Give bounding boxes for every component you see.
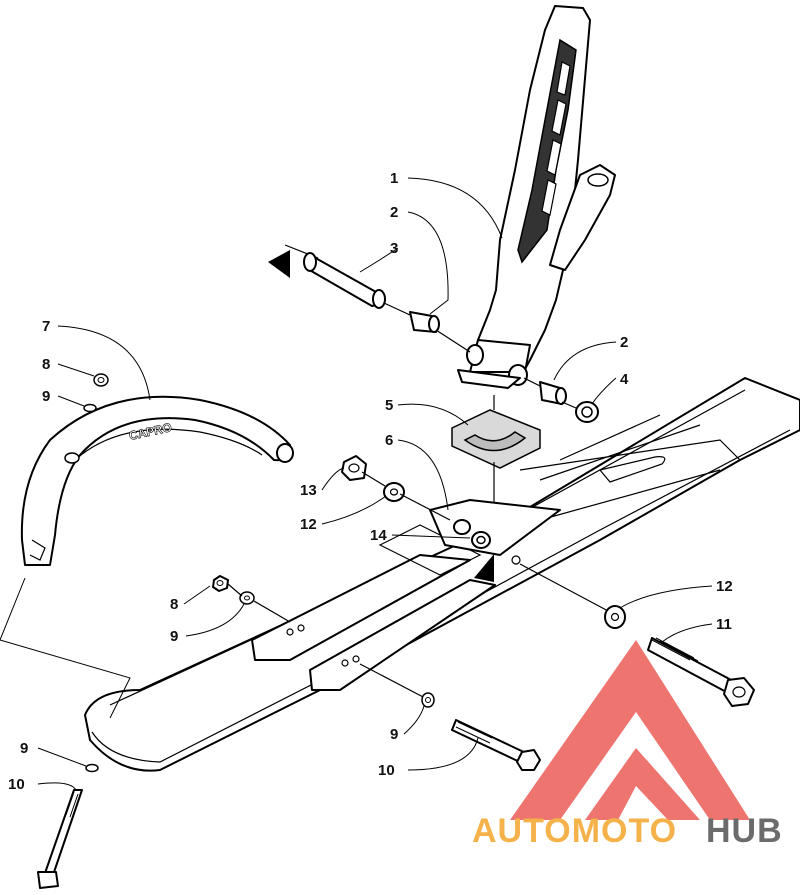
washer-9-bottom — [85, 763, 99, 773]
nut-13 — [341, 455, 367, 481]
callout-13: 13 — [300, 482, 317, 499]
callout-9: 9 — [20, 740, 28, 757]
washer-9-right — [421, 692, 435, 708]
callout-14: 14 — [370, 527, 387, 544]
callout-11: 11 — [716, 616, 732, 633]
axis-line — [399, 493, 451, 521]
washer-12-top — [383, 482, 405, 502]
bolt-10-left — [37, 789, 83, 889]
leader-lines — [37, 177, 713, 791]
nut-8-top — [93, 373, 109, 387]
callout-2: 2 — [620, 334, 628, 351]
callout-9: 9 — [42, 388, 50, 405]
handle-brand: CAPRO — [128, 420, 173, 443]
callout-9: 9 — [170, 628, 178, 645]
bushing-right — [523, 377, 577, 409]
callout-8: 8 — [170, 596, 178, 613]
callout-6: 6 — [385, 432, 393, 449]
watermark-word-2: HUB — [706, 812, 783, 850]
washer-4 — [575, 401, 599, 423]
axis-line — [227, 583, 243, 597]
callout-4: 4 — [620, 371, 629, 388]
callout-12: 12 — [300, 516, 317, 533]
washer-12-bottom — [604, 605, 626, 629]
axis-line — [359, 663, 426, 699]
bolt-spindle — [268, 244, 411, 316]
washer-9-mid — [239, 591, 255, 605]
callout-1: 1 — [390, 170, 398, 187]
bolt-11 — [647, 637, 755, 707]
axis-line — [519, 563, 611, 613]
callout-8: 8 — [42, 356, 50, 373]
bushing-left — [409, 311, 471, 353]
watermark-logo — [510, 640, 750, 820]
watermark-word-1: AUTOMOTO — [472, 812, 677, 850]
washer-9-top — [83, 403, 97, 413]
callout-10: 10 — [8, 776, 25, 793]
bolt-10-right — [451, 719, 541, 771]
callout-9: 9 — [390, 726, 398, 743]
axis-line — [361, 471, 386, 487]
callout-5: 5 — [385, 397, 393, 414]
ski — [84, 377, 800, 772]
callout-7: 7 — [42, 318, 50, 335]
spindle — [457, 5, 616, 389]
callout-12: 12 — [716, 578, 733, 595]
callout-3: 3 — [390, 240, 398, 257]
axis-line — [253, 600, 291, 623]
callout-labels: 1 2 3 2 4 5 6 7 8 9 13 12 14 8 9 12 11 9… — [8, 170, 733, 793]
callout-2: 2 — [390, 204, 398, 221]
callout-10: 10 — [378, 762, 395, 779]
saddle-block — [451, 395, 541, 540]
watermark-wordmark: AUTOMOTO HUB — [472, 812, 783, 850]
nut-8-mid — [212, 575, 229, 592]
